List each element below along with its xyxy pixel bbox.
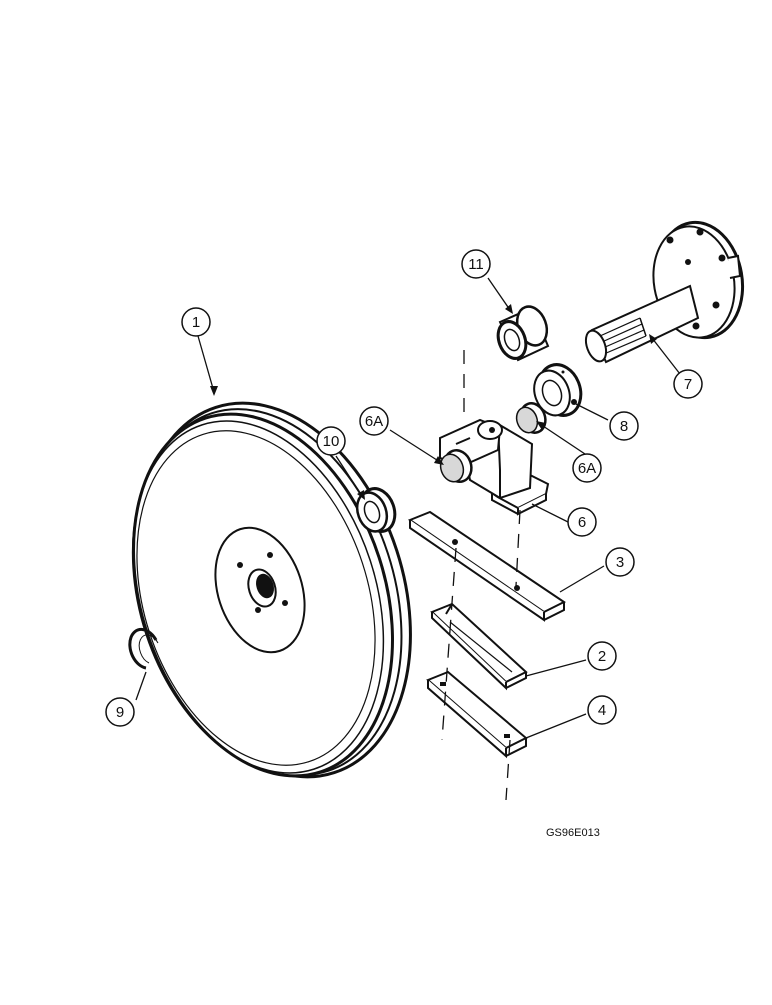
callout-label: 8 bbox=[620, 418, 628, 435]
callout-part-6: 6 bbox=[567, 507, 597, 537]
callout-label: 7 bbox=[684, 376, 692, 393]
callout-label: 6 bbox=[578, 514, 586, 531]
callout-part-11: 11 bbox=[461, 249, 491, 279]
callout-part-7: 7 bbox=[673, 369, 703, 399]
pulley-wheel bbox=[131, 401, 412, 779]
callout-part-1: 1 bbox=[181, 307, 211, 337]
callout-part-3: 3 bbox=[605, 547, 635, 577]
figure-code: GS96E013 bbox=[546, 827, 600, 839]
callout-part-8: 8 bbox=[609, 411, 639, 441]
pillow-block bbox=[439, 418, 550, 516]
callout-part-4: 4 bbox=[587, 695, 617, 725]
collar-8 bbox=[533, 363, 583, 417]
callout-label: 10 bbox=[323, 433, 340, 450]
callout-label: 11 bbox=[468, 256, 484, 273]
bearing-6a-left bbox=[439, 449, 473, 483]
callout-part-2: 2 bbox=[587, 641, 617, 671]
callout-label: 9 bbox=[116, 704, 124, 721]
callout-part-9: 9 bbox=[105, 697, 135, 727]
callout-label: 3 bbox=[616, 554, 624, 571]
plate-3 bbox=[407, 510, 566, 622]
flanged-shaft bbox=[584, 220, 745, 364]
callout-label: 6A bbox=[578, 460, 596, 477]
callout-label: 6A bbox=[365, 413, 383, 430]
snap-ring bbox=[128, 627, 159, 670]
callout-label: 1 bbox=[192, 314, 200, 331]
callout-label: 4 bbox=[598, 702, 606, 719]
bushing-11 bbox=[496, 305, 550, 362]
callout-part-6a-left: 6A bbox=[359, 406, 389, 436]
leader-lines bbox=[135, 277, 681, 739]
alignment-lines bbox=[441, 350, 521, 801]
callout-part-6a-right: 6A bbox=[572, 453, 602, 483]
callout-part-10: 10 bbox=[316, 426, 346, 456]
callout-label: 2 bbox=[598, 648, 606, 665]
bushing-10 bbox=[355, 487, 397, 533]
